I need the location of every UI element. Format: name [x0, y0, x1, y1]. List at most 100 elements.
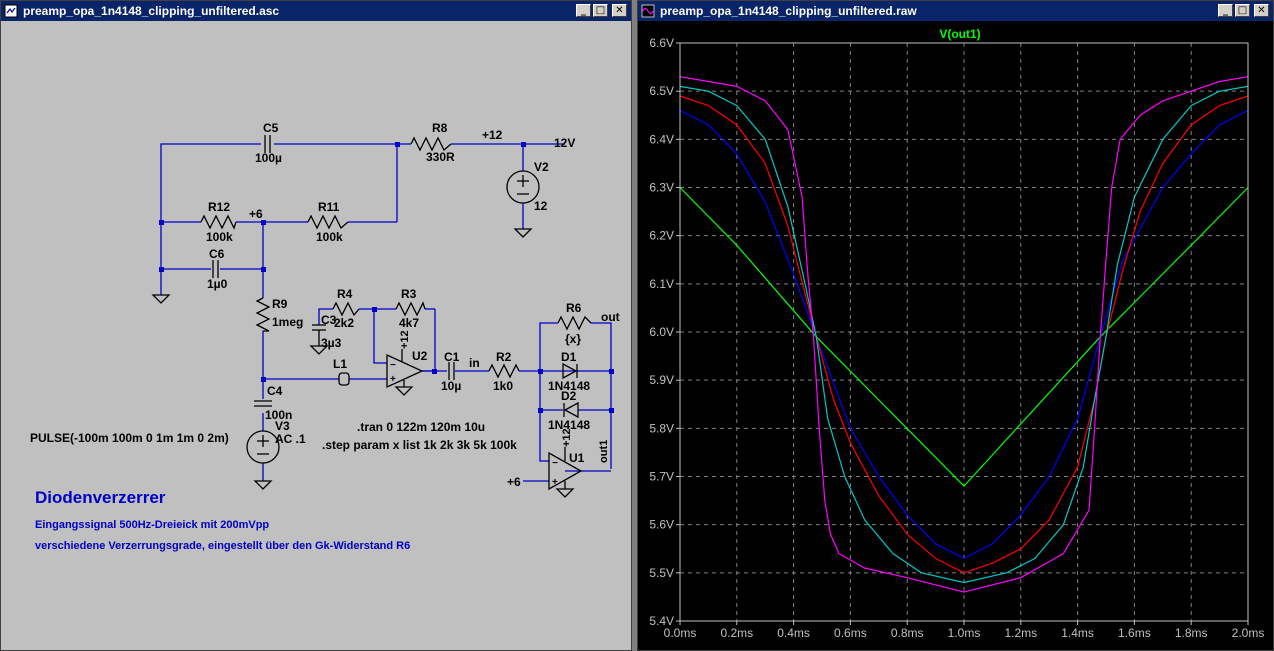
label-r9: R9	[272, 297, 288, 311]
x-tick-label: 1.2ms	[1004, 626, 1037, 640]
net-plus12: +12	[482, 128, 503, 142]
value-c1: 10µ	[441, 379, 461, 393]
trace-title[interactable]: V(out1)	[939, 27, 980, 41]
label-r3: R3	[401, 287, 417, 301]
value-r2: 1k0	[493, 379, 513, 393]
x-tick-label: 1.4ms	[1061, 626, 1094, 640]
value-d2: 1N4148	[548, 418, 590, 432]
close-button[interactable]: ✕	[1254, 4, 1269, 17]
schematic-window: preamp_opa_1n4148_clipping_unfiltered.as…	[0, 0, 632, 651]
y-tick-label: 5.6V	[649, 518, 674, 532]
y-tick-label: 5.7V	[649, 470, 674, 484]
plot-grid	[680, 43, 1248, 621]
supply-u1: +12	[561, 428, 573, 447]
plot-series	[679, 76, 1249, 593]
value-r4: 2k2	[334, 316, 354, 330]
series-line-3	[679, 85, 1249, 584]
label-l1: L1	[333, 357, 347, 371]
waveform-window-title: preamp_opa_1n4148_clipping_unfiltered.ra…	[660, 4, 917, 18]
minimize-button[interactable]: _	[1218, 4, 1233, 17]
label-r12: R12	[208, 200, 230, 214]
net-12v: 12V	[554, 136, 575, 150]
value-r6: {x}	[565, 332, 581, 346]
x-tick-label: 0.2ms	[720, 626, 753, 640]
label-r4: R4	[337, 287, 353, 301]
label-c1: C1	[444, 350, 460, 364]
label-c4: C4	[267, 384, 283, 398]
value-c6: 1µ0	[207, 277, 228, 291]
net-in: in	[469, 356, 480, 370]
label-u2: U2	[412, 349, 428, 363]
minimize-button[interactable]: _	[576, 4, 591, 17]
label-v3: V3	[275, 419, 290, 433]
svg-text:+: +	[552, 477, 558, 488]
schematic-titlebar[interactable]: preamp_opa_1n4148_clipping_unfiltered.as…	[1, 1, 631, 21]
y-tick-label: 5.9V	[649, 373, 674, 387]
directive-step: .step param x list 1k 2k 3k 5k 100k	[322, 438, 517, 452]
svg-text:+: +	[390, 374, 396, 385]
svg-text:−: −	[390, 360, 396, 371]
y-tick-label: 6.0V	[649, 325, 674, 339]
x-tick-label: 1.0ms	[948, 626, 981, 640]
label-r2: R2	[496, 350, 512, 364]
svg-text:−: −	[552, 458, 558, 469]
waveform-titlebar[interactable]: preamp_opa_1n4148_clipping_unfiltered.ra…	[638, 1, 1273, 21]
waveform-plot[interactable]: V(out1) 5.4V5.5V5.6V5.7V5.8V5.9V6.0V6.1V…	[640, 23, 1273, 650]
supply-u2: +12	[399, 330, 411, 349]
label-r6: R6	[566, 301, 582, 315]
net-out: out	[601, 310, 620, 324]
y-tick-label: 5.4V	[649, 614, 674, 628]
net-plus6: +6	[249, 207, 263, 221]
x-tick-label: 0.8ms	[891, 626, 924, 640]
value-c3: 3µ3	[321, 336, 342, 350]
y-tick-label: 6.3V	[649, 181, 674, 195]
close-button[interactable]: ✕	[612, 4, 627, 17]
value-c5: 100µ	[255, 151, 282, 165]
value-r9: 1meg	[272, 315, 303, 329]
series-line-4	[679, 76, 1249, 593]
note-1: Eingangssignal 500Hz-Dreieick mit 200mVp…	[35, 519, 269, 531]
y-tick-label: 6.6V	[649, 36, 674, 50]
schematic-window-title: preamp_opa_1n4148_clipping_unfiltered.as…	[23, 4, 280, 18]
label-c5: C5	[263, 121, 279, 135]
junctions	[159, 142, 614, 413]
net-plus6-u1: +6	[507, 475, 521, 489]
waveform-icon	[641, 4, 655, 18]
heading: Diodenverzerrer	[35, 488, 166, 507]
net-out1: out1	[598, 440, 610, 463]
value-v2: 12	[534, 199, 548, 213]
maximize-button[interactable]: □	[1235, 4, 1250, 17]
waveform-window: preamp_opa_1n4148_clipping_unfiltered.ra…	[637, 0, 1274, 651]
plot-frame	[679, 42, 1249, 622]
y-tick-label: 6.2V	[649, 229, 674, 243]
note-2: verschiedene Verzerrungsgrade, eingestel…	[35, 540, 410, 552]
x-tick-label: 1.6ms	[1118, 626, 1151, 640]
symbols	[151, 135, 592, 498]
value-d1: 1N4148	[548, 379, 590, 393]
label-r8: R8	[432, 121, 448, 135]
y-tick-label: 6.4V	[649, 132, 674, 146]
value-r8: 330R	[426, 150, 455, 164]
label-c6: C6	[209, 247, 225, 261]
y-tick-label: 5.5V	[649, 566, 674, 580]
series-line-2	[679, 95, 1249, 574]
value-c4: 100n	[265, 408, 292, 422]
schematic-canvas[interactable]: −+ −+ C5 100µ R8 330R R12 100k R11 100k …	[3, 23, 629, 648]
value-r3: 4k7	[399, 316, 419, 330]
x-tick-label: 0.4ms	[777, 626, 810, 640]
x-tick-label: 0.6ms	[834, 626, 867, 640]
y-axis-ticks: 5.4V5.5V5.6V5.7V5.8V5.9V6.0V6.1V6.2V6.3V…	[649, 36, 680, 628]
pulse-spec: PULSE(-100m 100m 0 1m 1m 0 2m)	[30, 431, 229, 445]
label-r11: R11	[318, 200, 340, 214]
schematic-doc-icon	[4, 4, 18, 18]
label-v2: V2	[534, 160, 549, 174]
value-r12: 100k	[206, 230, 233, 244]
schematic-drawing[interactable]: −+ −+ C5 100µ R8 330R R12 100k R11 100k …	[3, 23, 629, 648]
series-line-1	[679, 109, 1249, 560]
label-u1: U1	[569, 451, 585, 465]
value-r11: 100k	[316, 230, 343, 244]
x-tick-label: 0.0ms	[664, 626, 697, 640]
series-line-0	[679, 187, 1249, 487]
maximize-button[interactable]: □	[593, 4, 608, 17]
